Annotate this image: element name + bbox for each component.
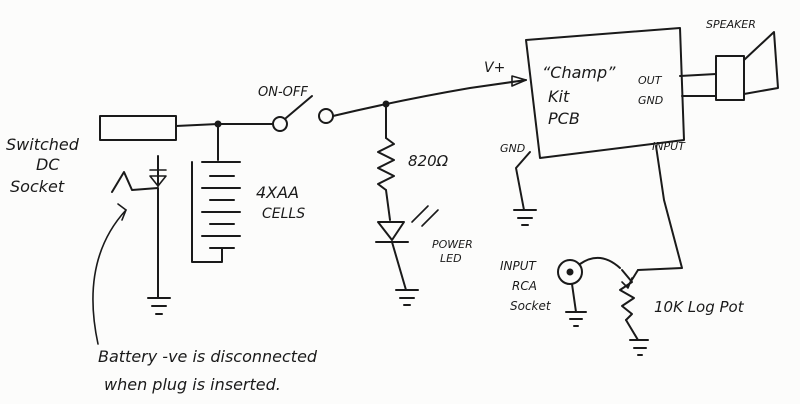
- switch-lever: [285, 95, 313, 119]
- label-rca-input: INPUT: [500, 259, 538, 273]
- label-champ: “Champ”: [542, 63, 616, 82]
- pot-10k-log: [619, 269, 635, 321]
- dc-socket-body: [99, 115, 177, 141]
- note-arrow-head: [117, 203, 127, 221]
- note-arrow-line: [92, 209, 127, 345]
- led-ray-2: [421, 209, 439, 227]
- battery-negative-wire: [191, 161, 223, 263]
- label-resistor: 820Ω: [408, 152, 449, 170]
- label-out: OUT: [638, 74, 663, 87]
- wire-resistor-to-led: [385, 189, 391, 221]
- speaker-cone: [743, 31, 779, 95]
- switch-contact-right: [318, 108, 334, 124]
- wire-led-to-ground: [391, 241, 407, 291]
- speaker-magnet: [715, 55, 745, 101]
- label-speaker: SPEAKER: [706, 18, 756, 31]
- label-rca-socket: Socket: [510, 299, 552, 313]
- label-kit: Kit: [548, 87, 570, 106]
- label-vplus: V+: [484, 60, 505, 76]
- label-note-line2: when plug is inserted.: [104, 375, 281, 394]
- wire-vplus-rail: [332, 79, 527, 117]
- label-socket: Socket: [10, 177, 65, 196]
- label-input-pin: INPUT: [652, 140, 686, 153]
- wire-pcb-input: [637, 145, 683, 271]
- label-pot: 10K Log Pot: [654, 298, 745, 316]
- pot-wiper-arrow: [621, 277, 633, 289]
- label-gnd-right: GND: [638, 94, 663, 107]
- rca-socket-outer: [557, 259, 583, 285]
- power-led-triangle: [377, 221, 405, 241]
- resistor-820: [377, 137, 395, 191]
- vplus-arrow: [511, 75, 527, 87]
- wire-out: [679, 73, 717, 77]
- label-4xaa: 4XAA: [256, 183, 299, 202]
- label-on-off: ON-OFF: [258, 85, 308, 100]
- label-note-line1: Battery -ve is disconnected: [98, 347, 318, 366]
- wire-pcb-gnd-left: [515, 151, 531, 211]
- label-power: POWER: [432, 238, 473, 251]
- wire-rca-to-pot: [579, 257, 621, 269]
- rca-socket-pin: [566, 268, 574, 276]
- champ-pcb-box: [525, 27, 685, 159]
- label-rca: RCA: [512, 279, 537, 293]
- wire-socket-to-junction: [175, 123, 219, 127]
- wire-rca-ground: [571, 283, 577, 313]
- label-led: LED: [440, 252, 462, 265]
- label-switched: Switched: [6, 135, 80, 154]
- label-cells: CELLS: [262, 206, 305, 222]
- led-ray-1: [411, 205, 429, 223]
- wire-pot-ground: [625, 319, 639, 341]
- label-pcb: PCB: [548, 109, 580, 128]
- label-gnd-left: GND: [500, 142, 525, 155]
- switch-contact-left: [272, 116, 288, 132]
- label-dc: DC: [36, 155, 60, 174]
- socket-switch-contact: [111, 171, 159, 299]
